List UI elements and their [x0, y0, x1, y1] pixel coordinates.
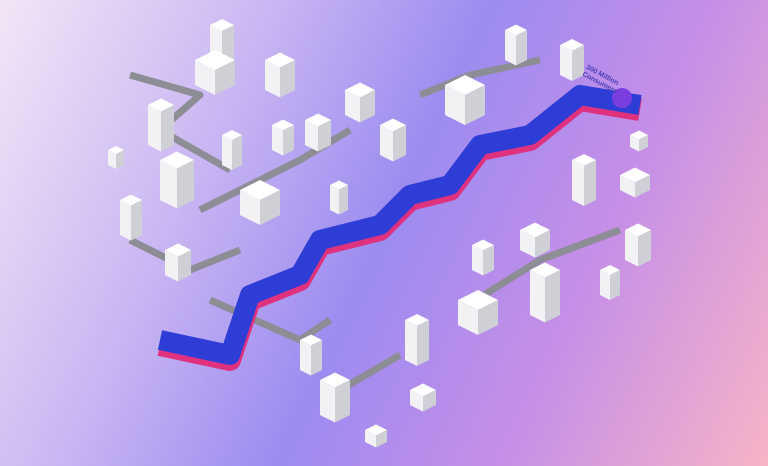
building-side [472, 245, 483, 276]
building-side [560, 45, 572, 81]
road [129, 71, 232, 174]
building-side [161, 105, 174, 152]
building-side [545, 270, 560, 323]
road [458, 226, 622, 313]
building-side [178, 250, 191, 282]
building-side [311, 340, 322, 376]
building-side [280, 60, 295, 98]
building-side [478, 300, 498, 335]
building-side [320, 380, 335, 423]
building-side [148, 105, 161, 152]
building-side [410, 390, 423, 412]
building-side [530, 270, 545, 323]
building-side [516, 30, 527, 66]
building-side [610, 270, 620, 300]
building-side [465, 85, 485, 125]
building-side [572, 45, 584, 81]
building-side [423, 390, 436, 412]
building-side [572, 160, 584, 206]
building-side [330, 185, 339, 215]
building-side [260, 190, 280, 225]
target-icon [612, 88, 632, 108]
building-side [630, 135, 639, 152]
building-side [360, 90, 375, 123]
building-side [365, 430, 376, 448]
building-side [240, 190, 260, 225]
building-side [620, 175, 635, 198]
building-side [600, 270, 610, 300]
building-side [339, 185, 348, 215]
building-side [232, 135, 242, 170]
building-side [283, 125, 294, 156]
building-side [639, 135, 648, 152]
building-side [318, 120, 331, 152]
building-side [131, 200, 142, 241]
building-side [120, 200, 131, 241]
building-side [483, 245, 494, 276]
building-side [345, 90, 360, 123]
building-side [635, 175, 650, 198]
building-side [335, 380, 350, 423]
building-side [417, 320, 429, 366]
building-side [393, 125, 406, 162]
building-side [165, 250, 178, 282]
building-side [505, 30, 516, 66]
building-side [160, 160, 177, 209]
building-side [195, 60, 215, 95]
building-side [520, 230, 535, 258]
building-side [445, 85, 465, 125]
building-side [222, 135, 232, 170]
building-side [215, 60, 235, 95]
building-side [265, 60, 280, 98]
road [198, 126, 352, 214]
building-side [177, 160, 194, 209]
building-side [108, 150, 116, 169]
building-side [380, 125, 393, 162]
building-side [376, 430, 387, 448]
building-side [305, 120, 318, 152]
building-side [272, 125, 283, 156]
building-side [584, 160, 596, 206]
platform [157, 85, 642, 365]
building-side [300, 340, 311, 376]
building-side [638, 230, 651, 267]
building-side [535, 230, 550, 258]
building-side [458, 300, 478, 335]
building-side [405, 320, 417, 366]
building-side [625, 230, 638, 267]
building-side [116, 150, 124, 169]
